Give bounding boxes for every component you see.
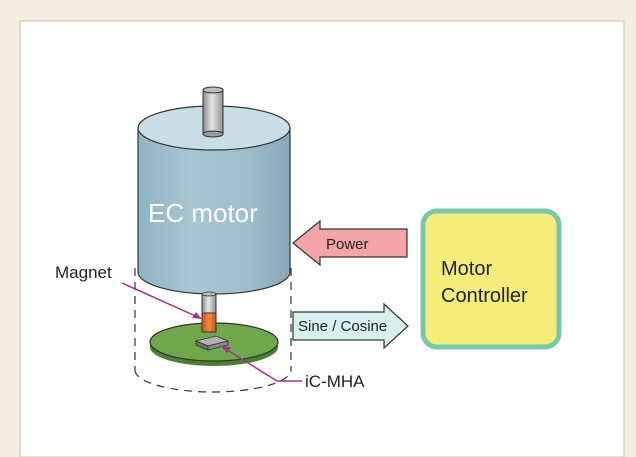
housing-outline [134, 268, 292, 393]
power-label: Power [326, 236, 369, 253]
motor-label: EC motor [148, 198, 258, 228]
motor-controller-box [420, 208, 562, 350]
bottom-shaft [201, 291, 217, 315]
magnet-label: Magnet [55, 263, 112, 282]
controller-label-line1: Motor [441, 258, 492, 280]
sensor-leader [221, 346, 302, 382]
magnet [201, 312, 217, 333]
controller-label-line2: Controller [441, 285, 528, 307]
sensor-label: iC-MHA [305, 372, 365, 391]
top-shaft [202, 86, 224, 138]
sensor-chip [194, 335, 230, 351]
magnet-leader [121, 282, 202, 319]
sine-cosine-arrow [292, 302, 409, 350]
sine-cosine-label: Sine / Cosine [298, 318, 387, 335]
power-arrow [292, 219, 408, 267]
